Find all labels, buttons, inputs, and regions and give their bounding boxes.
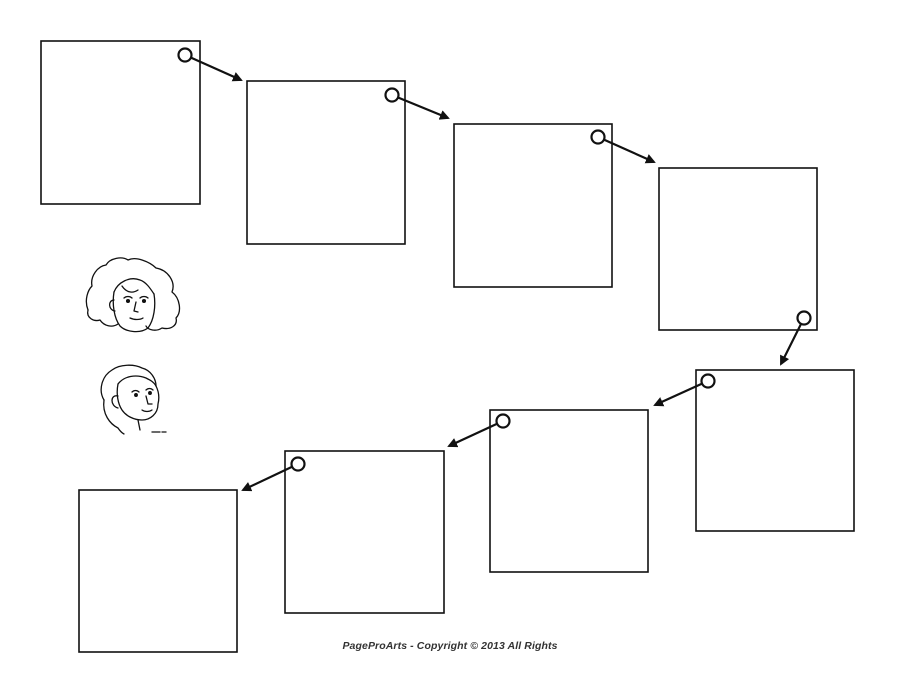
connector-arrow-2 [397,96,450,120]
connector-ring-1 [177,47,193,63]
connector-3 [590,129,656,164]
story-box-7 [284,450,445,614]
connector-arrow-6 [447,422,498,448]
connector-ring-2 [384,87,400,103]
story-box-1 [40,40,201,205]
story-box-8 [78,489,238,653]
connector-4 [780,310,812,366]
connector-arrow-7 [241,465,293,492]
story-box-3 [453,123,613,288]
connector-ring-4 [796,310,812,326]
boy-face-icon [100,364,167,435]
connector-arrow-4 [780,323,803,366]
copyright-text: PageProArts - Copyright © 2013 All Right… [342,640,558,652]
connector-6 [447,413,511,448]
connector-1 [177,47,243,82]
connector-ring-7 [290,456,306,472]
story-box-2 [246,80,406,245]
connector-ring-6 [495,413,511,429]
story-boxes [40,40,855,653]
story-box-6 [489,409,649,573]
connector-5 [653,373,716,407]
connectors [177,47,812,492]
connector-ring-3 [590,129,606,145]
connector-7 [241,456,306,492]
connector-arrow-5 [653,382,703,407]
connector-arrow-3 [603,138,656,164]
connector-arrow-1 [190,56,243,82]
girl-face-icon [85,257,181,333]
story-box-4 [658,167,818,331]
story-box-5 [695,369,855,532]
connector-2 [384,87,450,120]
connector-ring-5 [700,373,716,389]
